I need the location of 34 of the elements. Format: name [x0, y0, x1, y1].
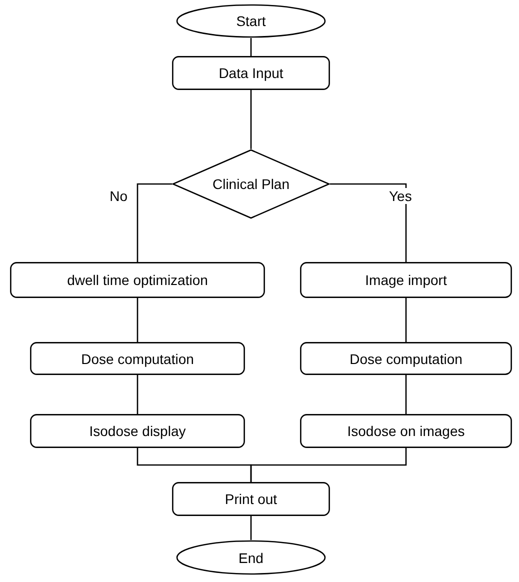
- connector-line: [330, 183, 407, 262]
- node-text: Start: [236, 13, 266, 29]
- connector-line: [250, 38, 252, 56]
- connector-line: [405, 298, 407, 342]
- connector-line: [136, 183, 172, 262]
- node-text: Data Input: [218, 65, 284, 81]
- edge-label: Yes: [389, 188, 412, 204]
- connector-line: [136, 375, 138, 414]
- connector-line: [405, 375, 407, 414]
- process-box: [10, 262, 265, 298]
- node-text: Isodose on images: [347, 423, 465, 439]
- node-text: Print out: [224, 491, 278, 507]
- decision-diamond: [172, 149, 330, 219]
- process-box: [30, 342, 245, 375]
- connector-line: [250, 448, 407, 482]
- node-text: Dose computation: [350, 350, 462, 366]
- connector-line: [250, 90, 252, 149]
- node-text: dwell time optimization: [67, 272, 208, 288]
- process-box: [30, 414, 245, 448]
- connector-line: [250, 516, 252, 540]
- connector-line: [136, 298, 138, 342]
- node-text: Image import: [365, 272, 447, 288]
- process-box: [300, 414, 512, 448]
- node-text: End: [238, 550, 264, 566]
- process-box: [300, 262, 512, 298]
- process-box: [172, 482, 330, 516]
- terminal-oval: [176, 540, 326, 575]
- process-box: [172, 56, 330, 90]
- node-text: Dose computation: [81, 350, 194, 366]
- terminal-oval: [176, 4, 326, 38]
- node-text: Isodose display: [89, 423, 186, 439]
- node-text: Clinical Plan: [212, 176, 290, 192]
- process-box: [300, 342, 512, 375]
- edge-label: No: [110, 188, 128, 204]
